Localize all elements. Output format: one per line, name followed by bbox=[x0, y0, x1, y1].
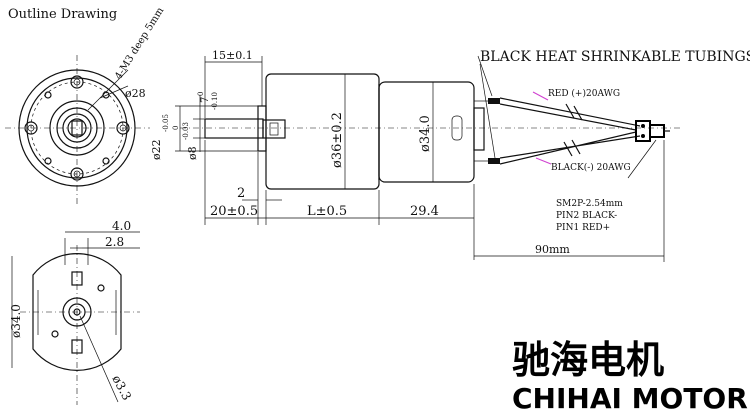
red-wire-label: RED (+)20AWG bbox=[548, 88, 620, 99]
flange-dim: 2 bbox=[237, 186, 245, 201]
motor-dia-dim: ø34.0 bbox=[418, 115, 433, 152]
boss-tol: -0.05 bbox=[162, 114, 170, 132]
gear-length-dim: L±0.5 bbox=[307, 204, 347, 219]
drawing-title: Outline Drawing bbox=[8, 7, 117, 22]
motor-length-dim: 29.4 bbox=[410, 204, 439, 219]
rear-dia-dim: ø34.0 bbox=[9, 304, 23, 338]
wire-annotations: BLACK HEAT SHRINKABLE TUBINGS RED (+)20A… bbox=[477, 49, 750, 233]
shaft-dia-dim: ø8 bbox=[186, 146, 199, 160]
flat-tol-upper: 0 bbox=[197, 92, 205, 96]
rear-width-2-dim: 2.8 bbox=[105, 235, 124, 249]
gearbox-dia-dim: ø36±0.2 bbox=[330, 112, 345, 168]
rear-width-1-dim: 4.0 bbox=[112, 219, 131, 233]
side-view bbox=[180, 73, 680, 190]
tubings-label: BLACK HEAT SHRINKABLE TUBINGS bbox=[480, 49, 750, 65]
connector-label-1: SM2P-2.54mm bbox=[556, 199, 623, 209]
connector-label-2: PIN2 BLACK- bbox=[556, 211, 617, 221]
rear-hole-dim: ø3.3 bbox=[109, 373, 134, 403]
brand-chinese: 驰海电机 bbox=[512, 338, 664, 382]
connector-label-3: PIN1 RED+ bbox=[556, 223, 610, 233]
boss-dia-dim: ø22 bbox=[150, 139, 163, 160]
black-wire-label: BLACK(-) 20AWG bbox=[551, 162, 631, 173]
brand-english: CHIHAI MOTOR bbox=[512, 382, 748, 415]
shaft-length-dim: 15±0.1 bbox=[212, 49, 253, 62]
pcd-label: ø28 bbox=[125, 87, 146, 100]
screw-hole-label: 4-M3 deep 5mm bbox=[113, 5, 166, 81]
flat-length-dim: 7 bbox=[200, 97, 211, 103]
side-dimensions: 15±0.1 7 0 -0.10 ø22 -0.05 ø8 0 -0.03 ø3… bbox=[150, 49, 665, 262]
shaft-tol-lower: -0.03 bbox=[182, 122, 190, 140]
flat-tol-lower: -0.10 bbox=[211, 92, 219, 110]
front-length-dim: 20±0.5 bbox=[210, 204, 258, 219]
front-view: 4-M3 deep 5mm ø28 bbox=[5, 5, 167, 205]
lead-length-dim: 90mm bbox=[535, 243, 570, 256]
shaft-tol-upper: 0 bbox=[172, 126, 180, 130]
rear-view: 4.0 2.8 ø34.0 ø3.3 bbox=[9, 219, 140, 405]
